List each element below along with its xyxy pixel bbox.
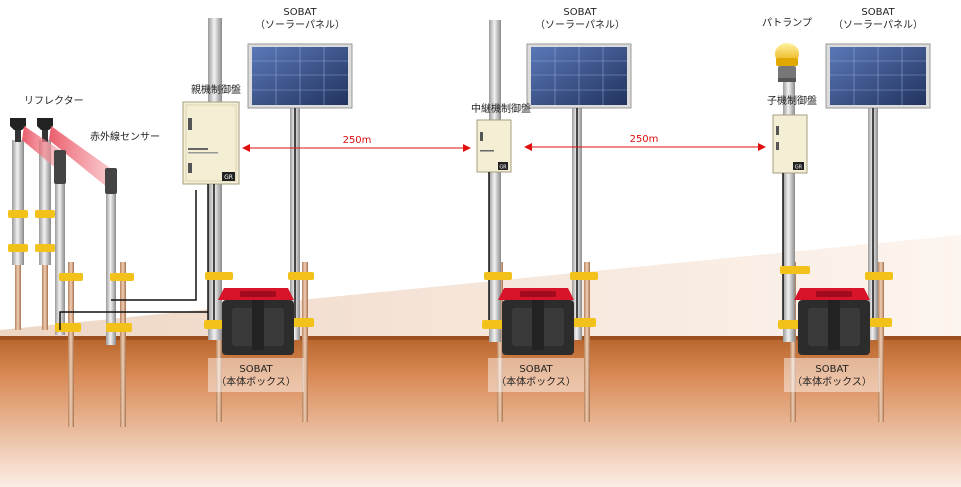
ir-sensor-head-1 — [54, 150, 66, 184]
clamp — [35, 210, 55, 218]
ir-sensor-pole-2 — [106, 175, 116, 345]
ir-beam-1 — [22, 126, 60, 170]
reflector-pole-2 — [39, 140, 51, 265]
distance-arrow-1 — [242, 144, 471, 152]
sensor-wire-2 — [111, 190, 197, 301]
distance-label-1: 250m — [343, 135, 372, 146]
clamp — [8, 210, 28, 218]
solar-3-sub: （ソーラーパネル） — [833, 19, 923, 31]
reflector-head-2 — [37, 118, 53, 130]
svg-text:GR: GR — [224, 174, 233, 181]
patlamp-label: パトランプ — [762, 17, 812, 29]
solar-2-sub: （ソーラーパネル） — [535, 19, 625, 31]
ir-beam-2 — [49, 126, 110, 188]
box-1-sub: （本体ボックス） — [216, 375, 296, 388]
parent-controller-box — [182, 101, 240, 185]
distance-label-2: 250m — [630, 134, 659, 145]
clamp — [35, 244, 55, 252]
reflector-pole-1 — [12, 140, 24, 265]
ir-sensor-label: 赤外線センサー — [90, 130, 160, 143]
reflector-group — [8, 118, 110, 330]
solar-1-name: SOBAT — [283, 7, 317, 18]
relay-main-pole — [489, 20, 501, 342]
relay-controller-label: 中継機制御盤 — [471, 102, 531, 115]
box-2-name: SOBAT — [519, 364, 553, 375]
unit-parent: GR — [182, 18, 353, 422]
ground — [0, 338, 961, 487]
distance-arrow-2 — [524, 143, 766, 151]
child-controller-label: 子機制御盤 — [767, 94, 817, 107]
svg-text:GR: GR — [795, 165, 803, 171]
sensor-wire-1 — [59, 190, 216, 330]
ground-edge — [0, 336, 961, 340]
ir-sensor-pole-1 — [55, 155, 65, 335]
box-3-name: SOBAT — [815, 364, 849, 375]
solar-3-name: SOBAT — [861, 7, 895, 18]
unit-child: GR — [772, 43, 931, 422]
ir-sensor-head-2 — [105, 168, 117, 194]
solar-1-sub: （ソーラーパネル） — [255, 19, 345, 31]
reflector-label: リフレクター — [24, 95, 84, 107]
gr-badge — [222, 172, 235, 181]
clamp — [8, 244, 28, 252]
solar-2-name: SOBAT — [563, 7, 597, 18]
box-3-sub: （本体ボックス） — [792, 375, 872, 388]
svg-text:GR: GR — [499, 165, 507, 171]
box-1-name: SOBAT — [239, 364, 273, 375]
unit-relay: GR — [476, 20, 632, 422]
reflector-head-1 — [10, 118, 26, 130]
parent-controller-label: 親機制御盤 — [191, 83, 241, 96]
box-2-sub: （本体ボックス） — [496, 375, 576, 388]
